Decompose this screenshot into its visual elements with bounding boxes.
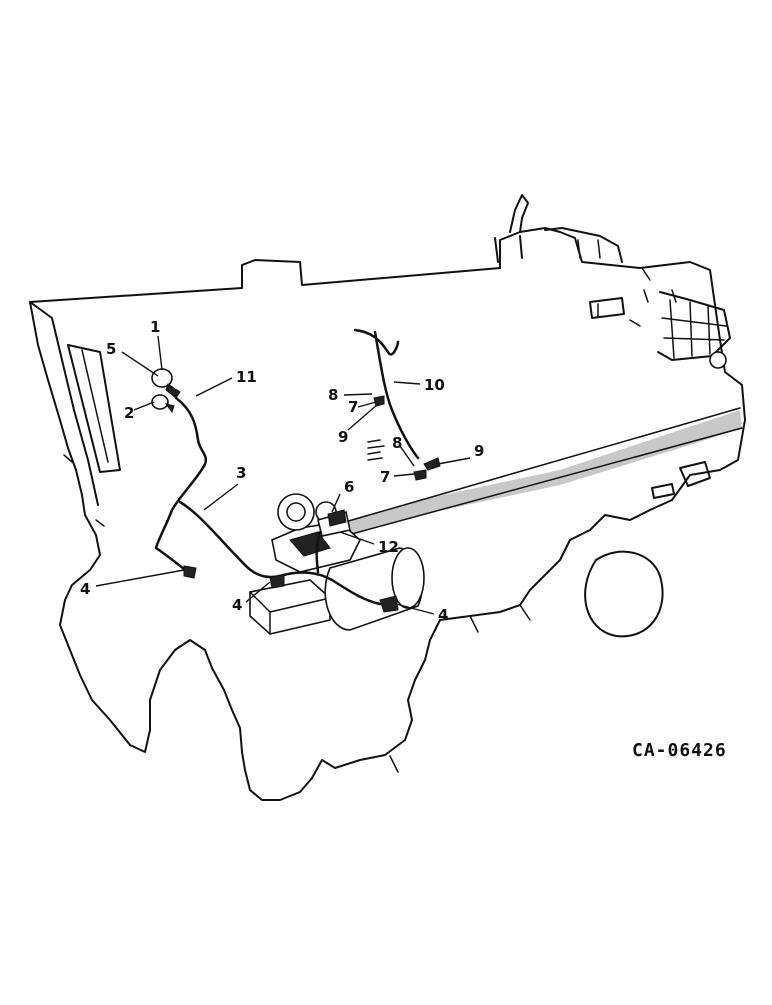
callout-5: 5 — [106, 340, 116, 358]
callout-11: 11 — [236, 368, 257, 386]
callout-1: 1 — [150, 318, 160, 336]
component-lamps — [151, 368, 441, 613]
lamp-2-icon — [151, 394, 169, 410]
callout-4-mid: 4 — [232, 596, 242, 614]
switch-6-icon — [327, 509, 347, 527]
wiring-harness — [154, 328, 420, 606]
callout-10: 10 — [424, 376, 445, 394]
callout-7-upper: 7 — [348, 398, 358, 416]
callout-6: 6 — [344, 478, 354, 496]
switch-7-lower-icon — [413, 469, 427, 481]
callout-3: 3 — [236, 464, 246, 482]
drawing-code: CA-06426 — [632, 740, 727, 761]
callout-9-lower: 9 — [474, 442, 484, 460]
callout-4-right: 4 — [438, 606, 448, 624]
machine-outline — [29, 194, 746, 801]
callout-12: 12 — [378, 538, 399, 556]
callout-4-left: 4 — [80, 580, 90, 598]
callout-labels: 1 2 3 4 4 4 5 6 7 7 8 8 9 9 10 11 12 — [80, 318, 484, 624]
switch-7-upper-icon — [373, 395, 385, 407]
callout-8-lower: 8 — [392, 434, 402, 452]
socket-4-right-icon — [379, 595, 399, 613]
callout-7-lower: 7 — [380, 468, 390, 486]
socket-4-left-icon — [183, 565, 197, 579]
callout-2: 2 — [124, 404, 134, 422]
callout-8-upper: 8 — [328, 386, 338, 404]
socket-4-mid-icon — [269, 573, 285, 589]
callout-9-upper: 9 — [338, 428, 348, 446]
leader-lines — [95, 335, 471, 615]
